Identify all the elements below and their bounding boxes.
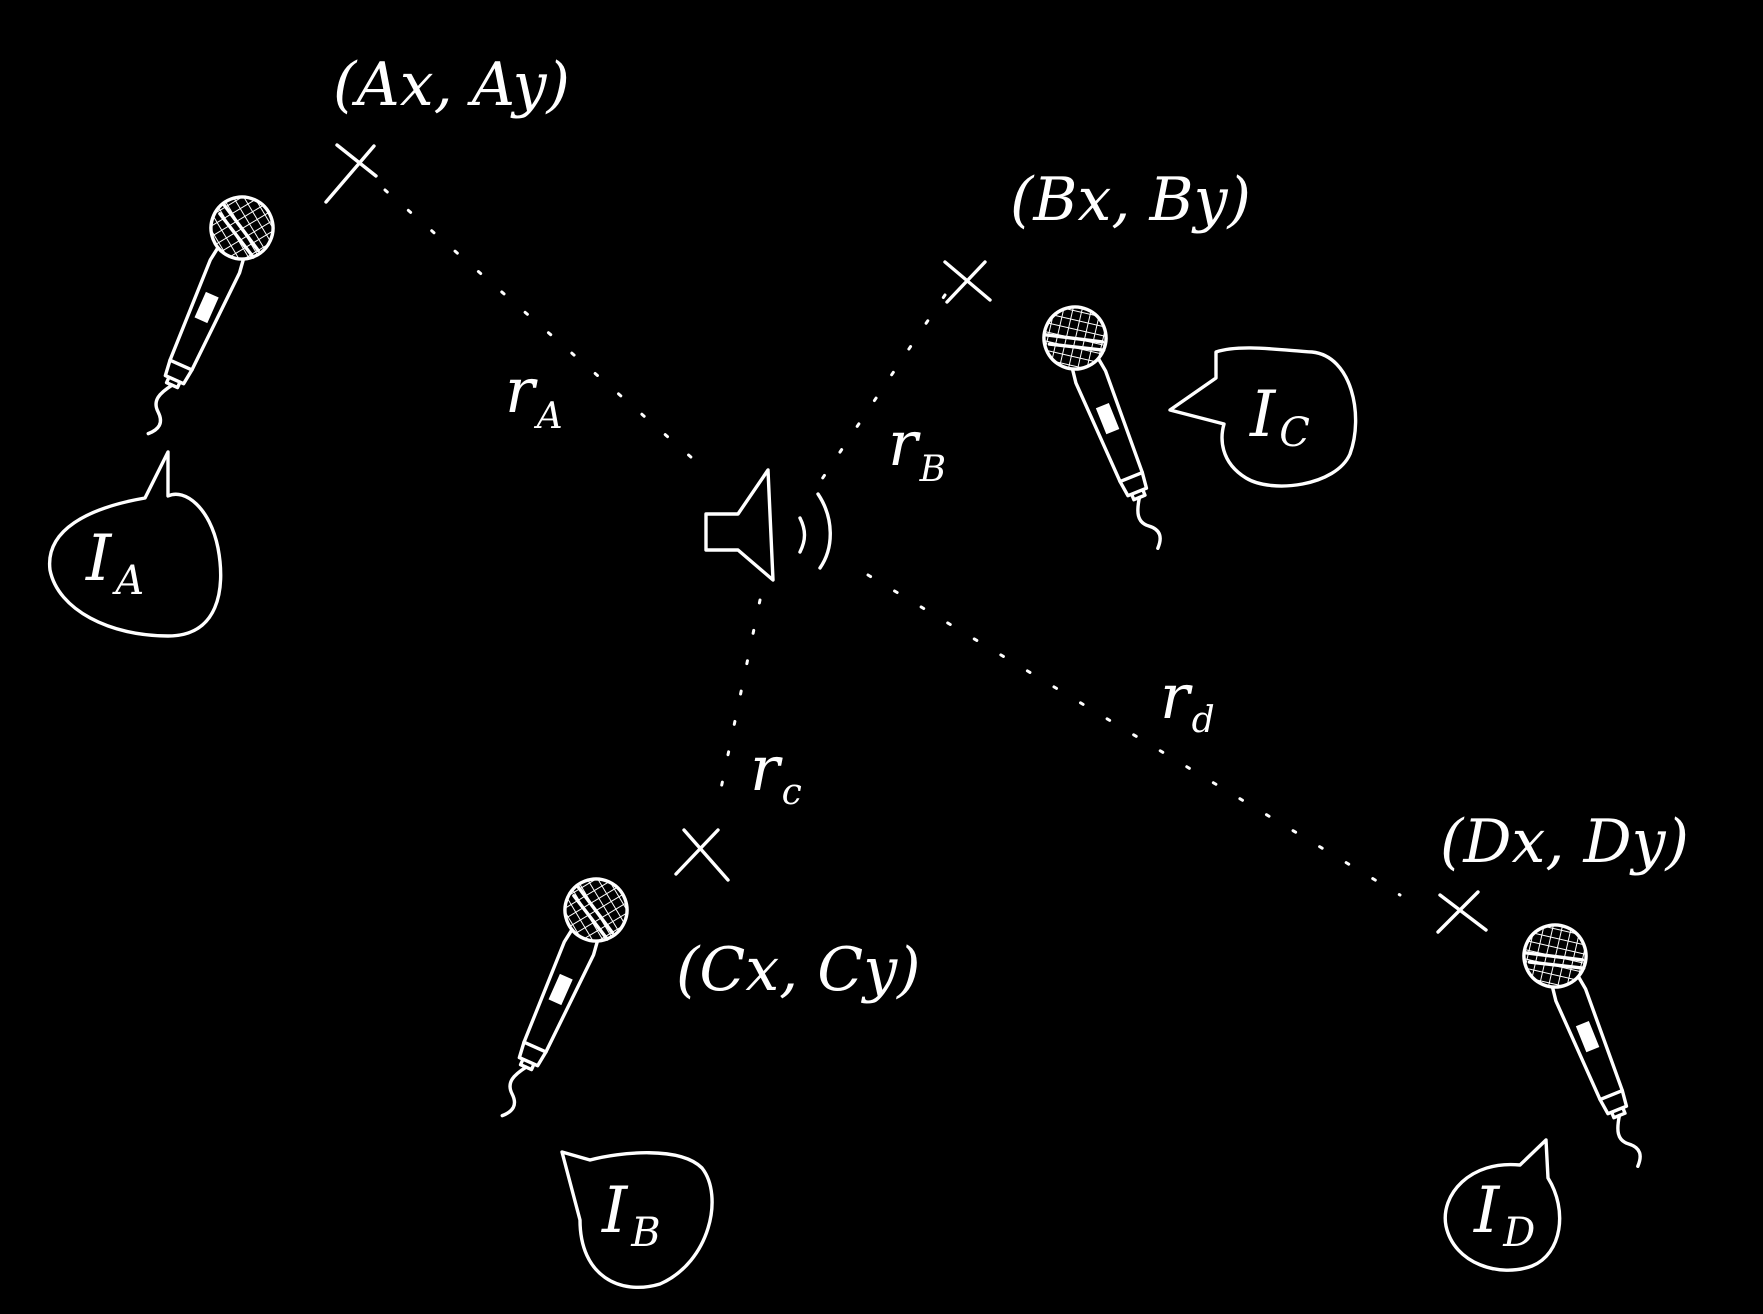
distance-line-b: [818, 293, 947, 484]
distance-label-a: rA: [505, 354, 563, 437]
position-label-a: (Ax, Ay): [333, 50, 570, 120]
distance-line-d: [866, 573, 1402, 897]
microphone-icon: [1032, 295, 1191, 561]
speech-bubble-a: [47, 450, 223, 638]
microphone-icon: [1512, 913, 1671, 1179]
microphone-icon: [120, 185, 285, 449]
position-label-b: (Bx, By): [1010, 165, 1251, 235]
distance-line-c: [715, 598, 762, 810]
position-marker-a: [324, 143, 378, 204]
distance-label-b: rB: [888, 407, 946, 490]
position-marker-b: [943, 260, 992, 304]
speaker-icon: [704, 468, 832, 582]
position-label-c: (Cx, Cy): [676, 935, 921, 1005]
speech-bubble-b: [560, 1150, 714, 1290]
speech-bubble-d: [1443, 1138, 1562, 1272]
speech-bubble-c: [1168, 346, 1358, 488]
position-label-d: (Dx, Dy): [1440, 807, 1689, 877]
distance-label-c: rc: [750, 732, 802, 813]
position-marker-c: [674, 828, 730, 882]
microphone-icon: [474, 867, 639, 1131]
position-marker-d: [1436, 890, 1488, 934]
distance-label-d: rd: [1160, 660, 1215, 741]
